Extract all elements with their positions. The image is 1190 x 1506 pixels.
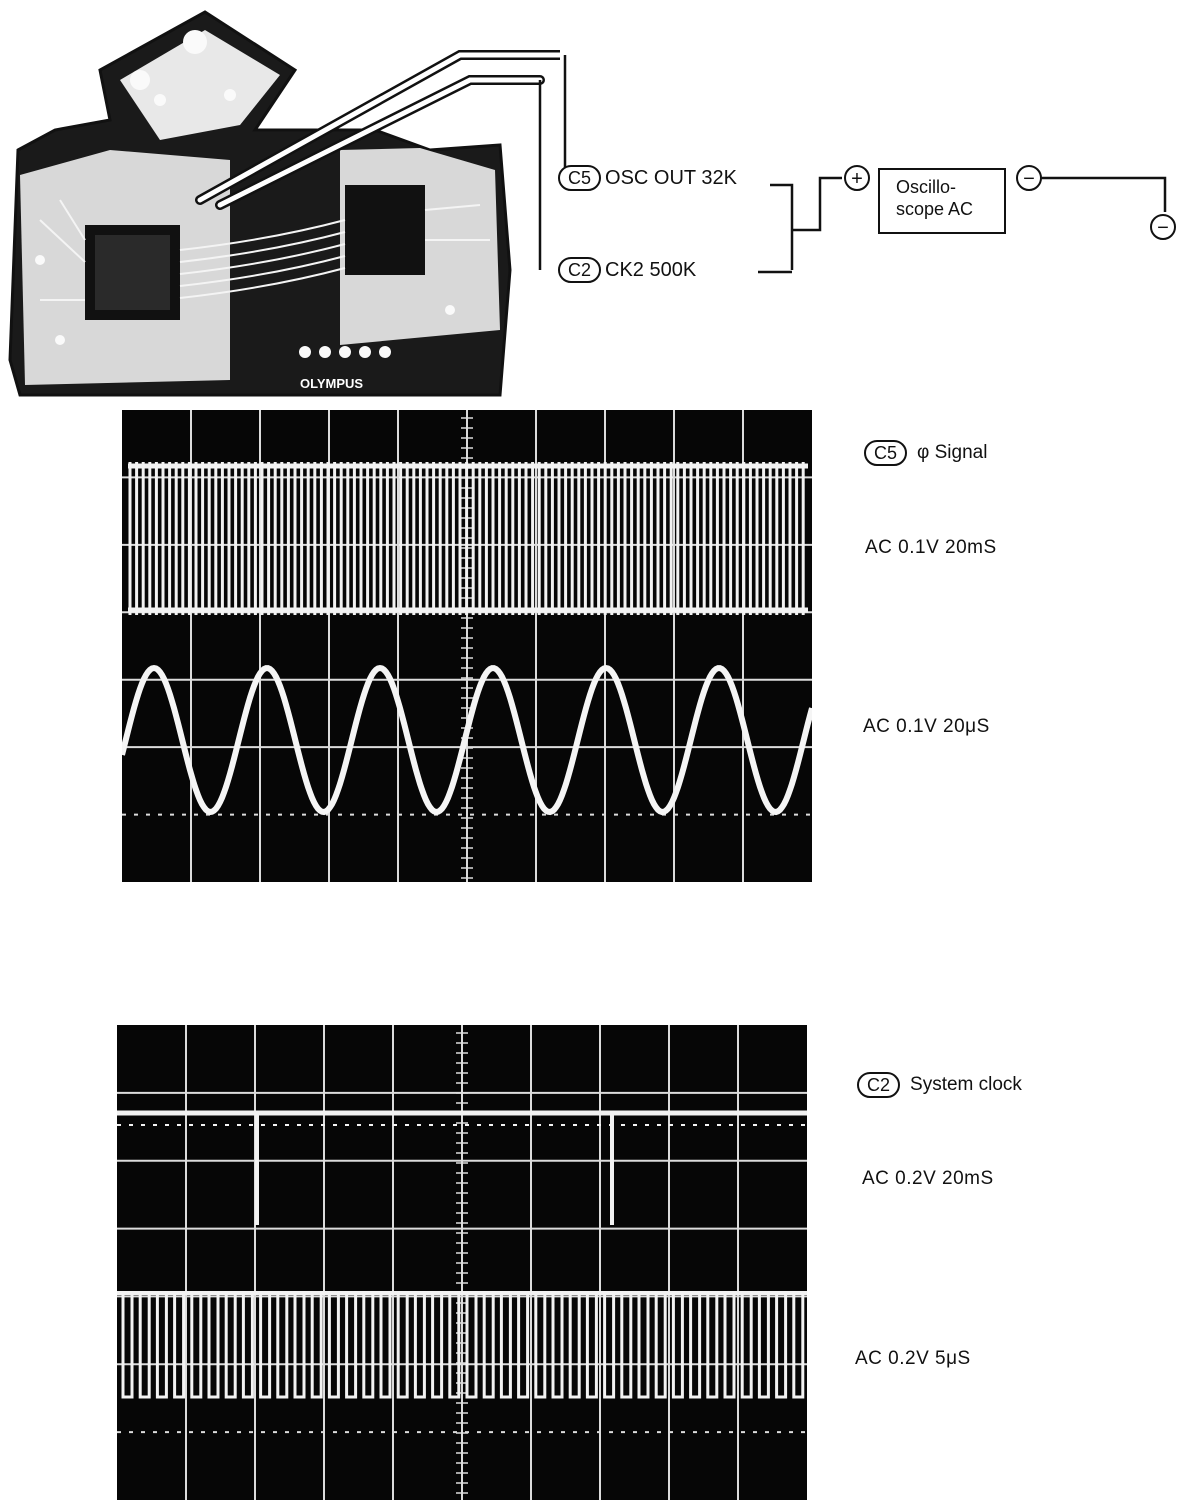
scope2-title: C2 System clock — [857, 1072, 1022, 1098]
circuit-board-illustration: OLYMPUS — [8, 10, 560, 397]
phi-signal-sine-trace — [122, 664, 812, 816]
scope1-top-setting: AC 0.1V 20mS — [865, 537, 997, 558]
scope1-pin-badge: C5 — [864, 440, 908, 466]
phi-signal-burst-trace — [128, 462, 805, 615]
c5-signal-label: OSC OUT 32K — [605, 166, 737, 189]
scope2-top-setting: AC 0.2V 20mS — [862, 1168, 994, 1189]
scope1-title-text: φ Signal — [917, 442, 988, 463]
oscilloscope-label-line1: Oscillo- — [896, 177, 957, 197]
oscilloscope-screen-phi-signal — [122, 410, 812, 882]
scope1-title: C5 φ Signal — [864, 440, 987, 466]
scope1-bottom-setting: AC 0.1V 20μS — [863, 716, 990, 737]
c2-signal-label: CK2 500K — [605, 258, 697, 281]
ground-terminal-icon: − — [1150, 214, 1176, 240]
c2-pin-badge: C2 — [558, 257, 602, 283]
c2-connection-label: C2 CK2 500K — [558, 257, 696, 283]
oscilloscope-screen-system-clock — [117, 1025, 807, 1500]
scope2-pin-badge: C2 — [857, 1072, 901, 1098]
scope2-title-text: System clock — [910, 1074, 1022, 1095]
scope2-bottom-setting: AC 0.2V 5μS — [855, 1348, 971, 1369]
c5-pin-badge: C5 — [558, 165, 602, 191]
system-clock-pulse-trace — [117, 1291, 807, 1399]
wiring-diagram — [538, 55, 1167, 274]
oscilloscope-label-line2: scope AC — [896, 199, 974, 219]
graticule — [117, 1025, 807, 1500]
plus-terminal-icon: + — [844, 165, 870, 191]
minus-terminal-icon: − — [1016, 165, 1042, 191]
system-clock-slow-trace — [117, 1110, 807, 1225]
pcb-brand-marking: OLYMPUS — [300, 376, 363, 391]
c5-connection-label: C5 OSC OUT 32K — [558, 165, 737, 191]
oscilloscope-box: Oscillo- scope AC — [878, 168, 1006, 234]
